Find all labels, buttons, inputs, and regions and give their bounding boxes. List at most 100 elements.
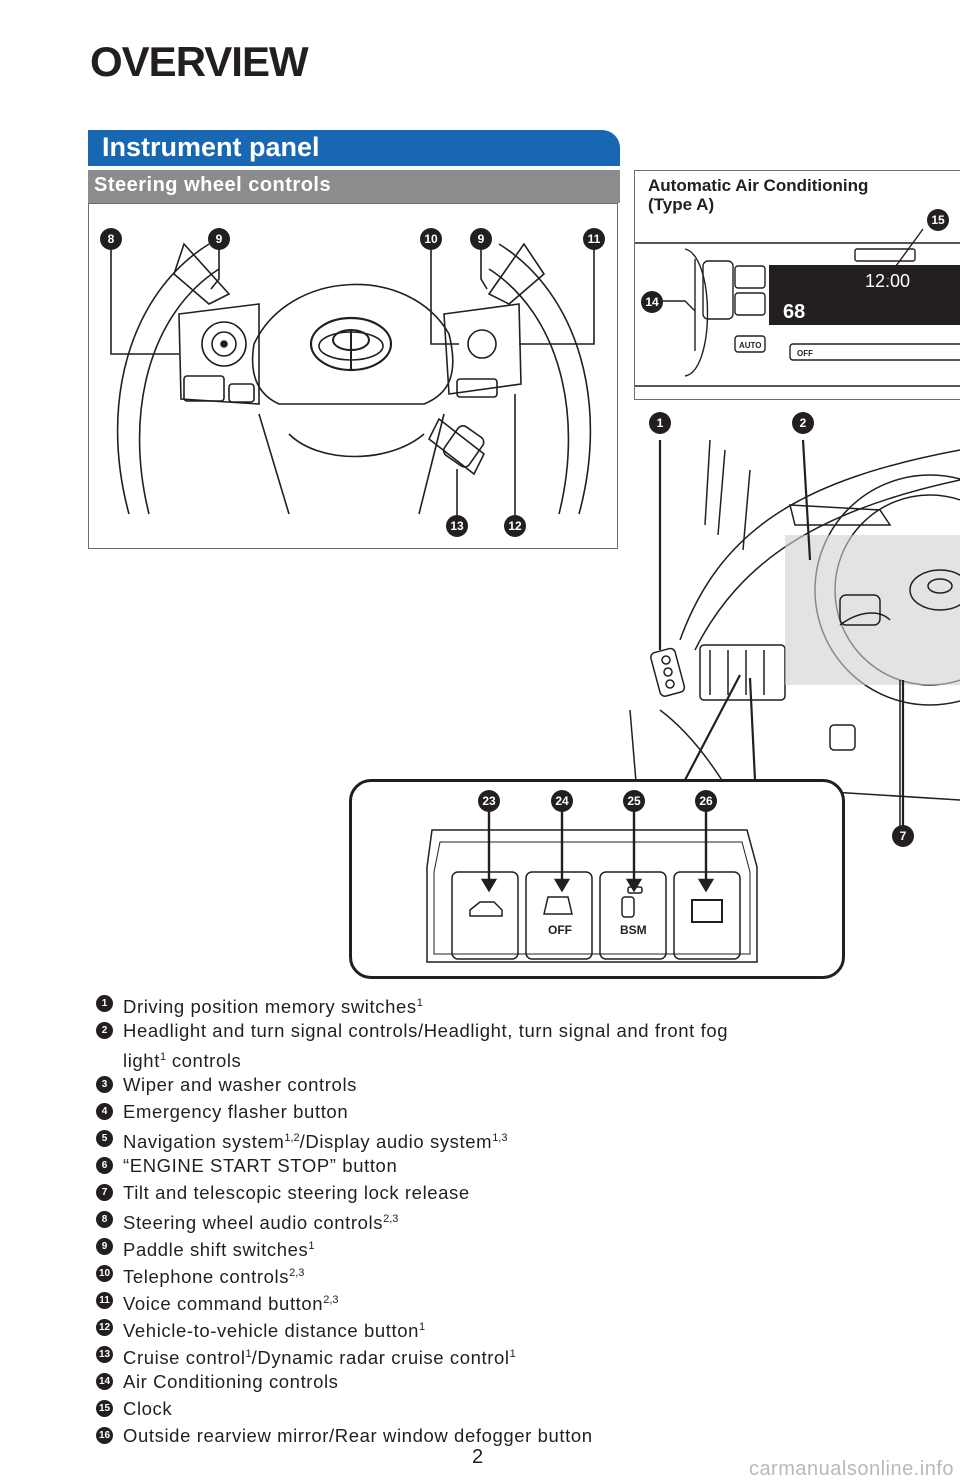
list-text: Paddle shift switches bbox=[123, 1239, 309, 1261]
list-item: 14 Air Conditioning controls bbox=[96, 1368, 856, 1395]
list-text: Vehicle-to-vehicle distance button bbox=[123, 1320, 420, 1342]
steering-wheel-illustration bbox=[110, 242, 595, 524]
switch-panel-illustration: OFF BSM bbox=[426, 808, 758, 963]
callout-badge-15: 15 bbox=[927, 209, 949, 231]
list-number: 1 bbox=[96, 995, 113, 1012]
list-item: 15 Clock bbox=[96, 1395, 856, 1422]
list-sup: 1 bbox=[159, 1051, 167, 1063]
list-number: 3 bbox=[96, 1076, 113, 1093]
subsection-banner: Steering wheel controls bbox=[88, 170, 620, 203]
switch-panel-callout: OFF BSM 23 24 25 26 bbox=[349, 779, 845, 979]
callout-connector-lines bbox=[684, 674, 757, 781]
list-text: “ENGINE START STOP” button bbox=[123, 1155, 398, 1176]
list-text: Steering wheel audio controls bbox=[123, 1212, 384, 1234]
callout-badge-24: 24 bbox=[551, 790, 573, 812]
list-number: 7 bbox=[96, 1184, 113, 1201]
section-banner: Instrument panel bbox=[88, 130, 620, 166]
list-number: 14 bbox=[96, 1373, 113, 1390]
ac-temp-display: 68 bbox=[783, 301, 805, 323]
list-sup: 2,3 bbox=[289, 1267, 305, 1279]
list-item: 2 Headlight and turn signal controls/Head… bbox=[96, 1017, 856, 1071]
bsm-label: BSM bbox=[620, 923, 647, 937]
svg-text:AUTO: AUTO bbox=[739, 341, 762, 350]
list-text: Wiper and washer controls bbox=[123, 1074, 358, 1095]
list-number: 2 bbox=[96, 1022, 113, 1039]
list-text: Telephone controls bbox=[123, 1266, 290, 1288]
list-number: 12 bbox=[96, 1319, 113, 1336]
list-text: Air Conditioning controls bbox=[123, 1371, 339, 1392]
list-number: 15 bbox=[96, 1400, 113, 1417]
ac-panel-illustration: 12:00 68 AUTO OFF bbox=[635, 228, 960, 387]
callout-badge-9: 9 bbox=[208, 228, 230, 250]
list-text-rest: /Display audio system bbox=[299, 1131, 493, 1153]
dashboard-illustration bbox=[629, 439, 960, 830]
callout-badge-9b: 9 bbox=[470, 228, 492, 250]
svg-text:OFF: OFF bbox=[797, 349, 813, 358]
list-item: 6 “ENGINE START STOP” button bbox=[96, 1152, 856, 1179]
ac-figure-label: Automatic Air Conditioning (Type A) bbox=[648, 176, 928, 214]
watermark: carmanualsonline.info bbox=[748, 1458, 954, 1480]
list-text: Voice command button bbox=[123, 1293, 324, 1315]
list-text: Headlight and turn signal controls/Headl… bbox=[123, 1020, 729, 1041]
list-text: Clock bbox=[123, 1398, 173, 1419]
steering-wheel-figure: 8 9 10 9 11 13 12 bbox=[88, 203, 618, 549]
page-number: 2 bbox=[472, 1446, 484, 1468]
list-number: 13 bbox=[96, 1346, 113, 1363]
callout-badge-7: 7 bbox=[892, 825, 914, 847]
list-item: 7 Tilt and telescopic steering lock relea… bbox=[96, 1179, 856, 1206]
ac-panel-figure: 12:00 68 AUTO OFF 15 14 bbox=[634, 170, 960, 400]
list-number: 6 bbox=[96, 1157, 113, 1174]
list-number: 5 bbox=[96, 1130, 113, 1147]
section-title: Instrument panel bbox=[102, 132, 320, 162]
list-sup: 1 bbox=[416, 997, 423, 1009]
callout-badge-13: 13 bbox=[446, 515, 468, 537]
ac-clock-display: 12:00 bbox=[865, 271, 910, 291]
list-item: 10 Telephone controls2,3 bbox=[96, 1260, 856, 1287]
list-text-rest: controls bbox=[166, 1050, 242, 1072]
list-number: 10 bbox=[96, 1265, 113, 1282]
list-number: 4 bbox=[96, 1103, 113, 1120]
list-text-line2: light bbox=[123, 1050, 160, 1072]
callout-badge-23: 23 bbox=[478, 790, 500, 812]
callout-badge-10: 10 bbox=[420, 228, 442, 250]
list-item: 12 Vehicle-to-vehicle distance button1 bbox=[96, 1314, 856, 1341]
list-text: Navigation system bbox=[123, 1131, 285, 1153]
list-sup: 1 bbox=[308, 1240, 315, 1252]
callout-badge-12: 12 bbox=[504, 515, 526, 537]
list-text: Cruise control bbox=[123, 1347, 246, 1369]
list-sup: 1 bbox=[419, 1321, 426, 1333]
callout-badge-1: 1 bbox=[649, 412, 671, 434]
callout-badge-11: 11 bbox=[583, 228, 605, 250]
list-number: 16 bbox=[96, 1427, 113, 1444]
callout-badge-26: 26 bbox=[695, 790, 717, 812]
list-sup: 1 bbox=[245, 1348, 252, 1360]
list-sup: 2,3 bbox=[323, 1294, 339, 1306]
list-item: 16 Outside rearview mirror/Rear window de… bbox=[96, 1422, 856, 1449]
callout-badge-8: 8 bbox=[100, 228, 122, 250]
list-item: 5 Navigation system1,2/Display audio syst… bbox=[96, 1125, 856, 1152]
list-text: Tilt and telescopic steering lock releas… bbox=[123, 1182, 470, 1203]
trac-off-label: OFF bbox=[548, 923, 572, 937]
list-sup: 1 bbox=[509, 1348, 516, 1360]
list-number: 8 bbox=[96, 1211, 113, 1228]
page-title: OVERVIEW bbox=[90, 38, 309, 85]
list-text: Driving position memory switches bbox=[123, 996, 417, 1018]
list-sup: 1,3 bbox=[492, 1132, 508, 1144]
ac-label-line1: Automatic Air Conditioning bbox=[648, 176, 869, 195]
list-number: 11 bbox=[96, 1292, 113, 1309]
callout-badge-2: 2 bbox=[792, 412, 814, 434]
callout-badge-25: 25 bbox=[623, 790, 645, 812]
list-item: 4 Emergency flasher button bbox=[96, 1098, 856, 1125]
list-text-rest: /Dynamic radar cruise control bbox=[251, 1347, 510, 1369]
list-item: 11 Voice command button2,3 bbox=[96, 1287, 856, 1314]
callout-badge-14: 14 bbox=[641, 291, 663, 313]
list-text: Emergency flasher button bbox=[123, 1101, 349, 1122]
list-item: 3 Wiper and washer controls bbox=[96, 1071, 856, 1098]
list-sup: 1,2 bbox=[284, 1132, 300, 1144]
list-text: Outside rearview mirror/Rear window defo… bbox=[123, 1425, 593, 1446]
